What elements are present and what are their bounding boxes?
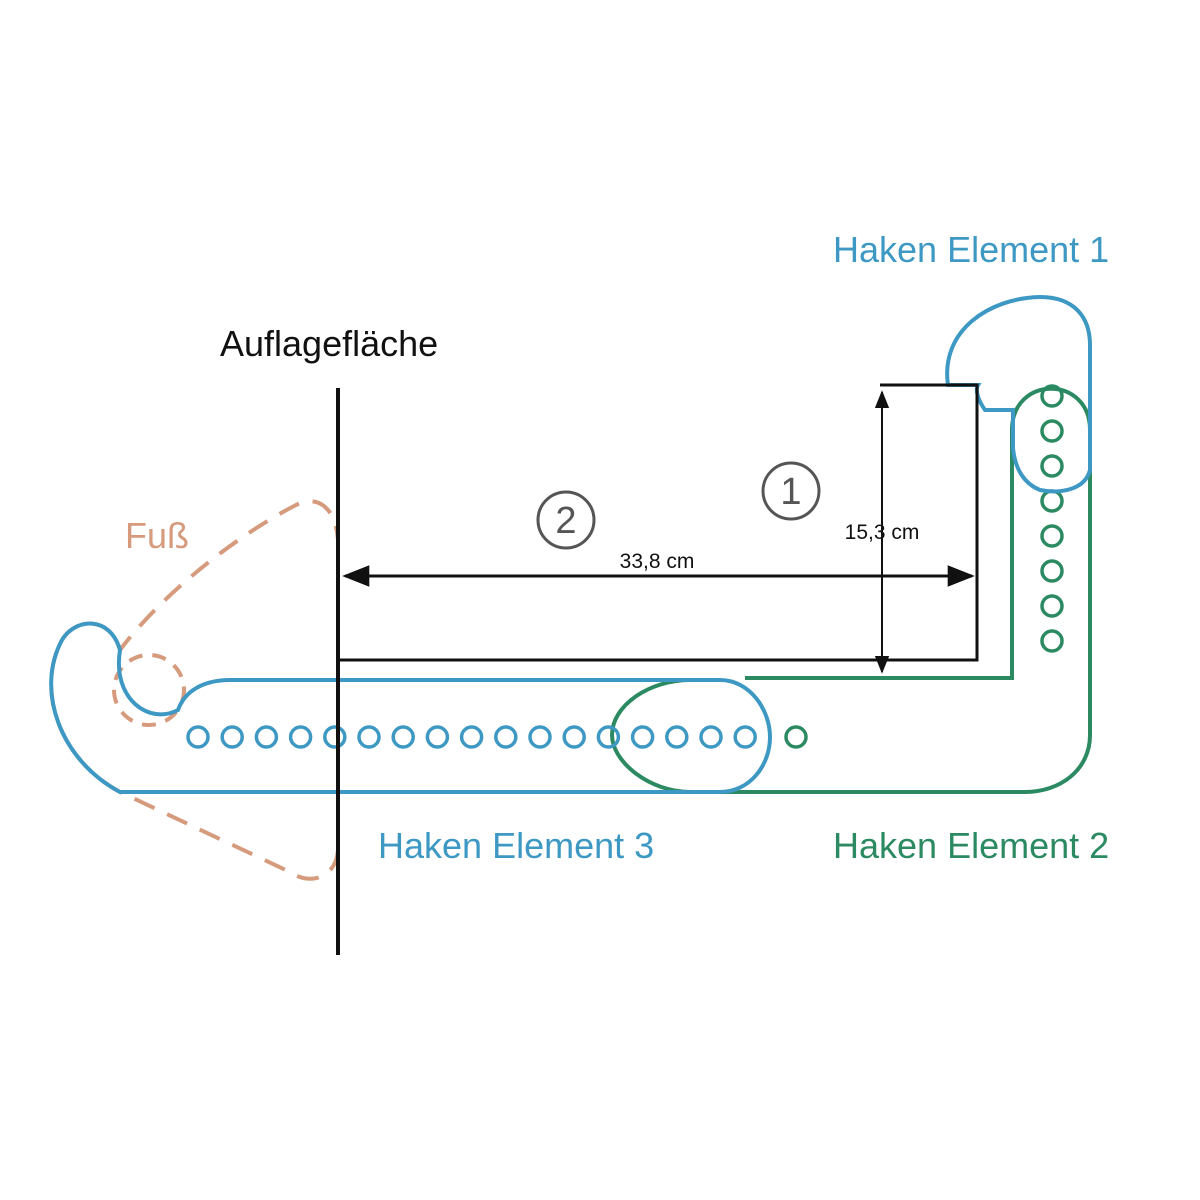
element3-hole bbox=[630, 725, 655, 749]
element2-outline bbox=[609, 386, 1092, 794]
element2-hole bbox=[1040, 454, 1064, 478]
foot-outline bbox=[49, 499, 340, 881]
foot-body bbox=[49, 499, 340, 881]
element2-hole bbox=[784, 725, 808, 749]
element2-hole bbox=[1040, 384, 1064, 408]
element3-hole bbox=[288, 725, 313, 749]
element3-hole bbox=[733, 725, 757, 749]
element2-hole bbox=[1040, 489, 1064, 513]
element2-hole bbox=[1040, 594, 1064, 618]
element2-hole bbox=[1040, 559, 1064, 583]
measurement-frame bbox=[340, 383, 979, 662]
hook-element-2 bbox=[609, 384, 1092, 794]
marker-circle-two bbox=[536, 490, 596, 550]
element1-outline bbox=[945, 294, 1092, 494]
marker-circle-one bbox=[761, 461, 821, 521]
element2-horizontal-holes bbox=[784, 725, 808, 749]
element3-hole bbox=[699, 725, 723, 749]
element3-hole bbox=[254, 725, 279, 749]
height-dimension-label: 15,3 cm bbox=[845, 521, 920, 544]
marker-one-label: 1 bbox=[780, 471, 801, 513]
element2-label: Haken Element 2 bbox=[833, 825, 1109, 866]
element3-label: Haken Element 3 bbox=[378, 825, 654, 866]
element3-hole bbox=[391, 725, 415, 749]
element3-hole bbox=[562, 725, 586, 749]
element3-hole bbox=[323, 725, 347, 749]
element2-hole bbox=[1040, 629, 1064, 653]
element2-hole bbox=[1040, 524, 1064, 548]
foot-label: Fuß bbox=[125, 515, 189, 556]
hook-element-3 bbox=[49, 621, 773, 794]
element3-holes bbox=[186, 725, 757, 749]
element3-hole bbox=[357, 725, 381, 749]
element3-hole bbox=[528, 725, 552, 749]
element3-hole bbox=[186, 725, 210, 749]
element3-hole bbox=[494, 725, 518, 749]
hook-element-1 bbox=[945, 294, 1092, 494]
element2-hole bbox=[1040, 419, 1064, 443]
element1-label: Haken Element 1 bbox=[833, 229, 1109, 270]
element2-vertical-holes bbox=[1040, 384, 1064, 653]
element3-hole bbox=[459, 725, 484, 749]
element3-outline bbox=[49, 621, 773, 794]
element3-hole bbox=[596, 725, 621, 749]
element3-hole bbox=[665, 725, 689, 749]
foot-peg-circle bbox=[112, 653, 186, 727]
surface-label: Auflagefläche bbox=[220, 323, 438, 364]
marker-two-label: 2 bbox=[555, 500, 576, 542]
element3-hole bbox=[425, 725, 450, 749]
width-dimension-label: 33,8 cm bbox=[620, 550, 695, 573]
element3-hole bbox=[220, 725, 244, 749]
